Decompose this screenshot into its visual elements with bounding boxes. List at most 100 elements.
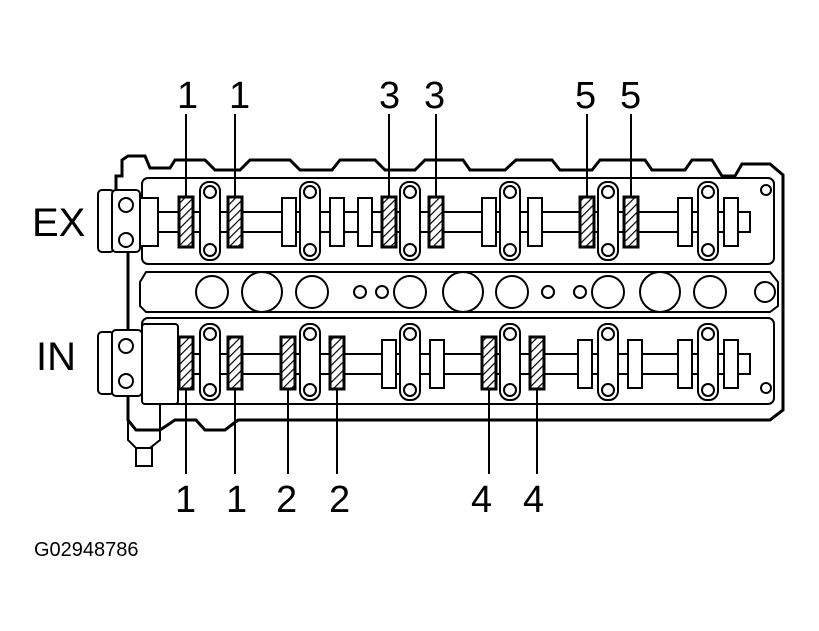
cap-bolt bbox=[303, 185, 317, 199]
spark-plug-bore bbox=[375, 285, 389, 299]
intake-cap-number: 1 bbox=[226, 479, 247, 521]
intake-cap-number: 4 bbox=[523, 479, 544, 521]
leader-lines bbox=[185, 114, 632, 474]
cap-bolt bbox=[601, 383, 615, 397]
cap-bolt bbox=[601, 243, 615, 257]
bearing-cap bbox=[226, 335, 244, 391]
spark-plug-bore bbox=[241, 271, 283, 313]
bearing-cap bbox=[622, 195, 640, 249]
cap-bridge bbox=[697, 323, 719, 401]
figure-code: G02948786 bbox=[34, 539, 139, 561]
spark-plug-bores bbox=[195, 271, 776, 313]
intake-cap-bolts bbox=[199, 323, 719, 401]
cam-lobe bbox=[677, 339, 693, 389]
cap-bolt bbox=[701, 243, 715, 257]
exhaust-cap-number: 1 bbox=[229, 75, 250, 117]
exhaust-cap-numbers: 1 1 3 3 5 5 bbox=[177, 75, 641, 117]
exhaust-cap-number: 1 bbox=[177, 75, 198, 117]
cap-bolt bbox=[203, 185, 217, 199]
cap-bolt bbox=[503, 185, 517, 199]
cap-bridge bbox=[199, 181, 221, 261]
cap-bolt bbox=[701, 327, 715, 341]
cam-lobe bbox=[677, 197, 693, 247]
cap-bridge bbox=[499, 323, 521, 401]
bearing-cap bbox=[528, 335, 546, 391]
cap-bridge bbox=[499, 181, 521, 261]
cap-bolt bbox=[303, 327, 317, 341]
bearing-cap bbox=[177, 335, 195, 391]
cap-bridge bbox=[597, 181, 619, 261]
spark-plug-bore bbox=[495, 275, 529, 309]
cap-bolt bbox=[203, 243, 217, 257]
cap-bolt bbox=[403, 243, 417, 257]
cap-bridge bbox=[597, 323, 619, 401]
bearing-cap bbox=[226, 195, 244, 249]
cam-lobe bbox=[723, 197, 739, 247]
intake-cap-number: 1 bbox=[175, 479, 196, 521]
spark-plug-bore bbox=[693, 275, 727, 309]
intake-cap-number: 4 bbox=[471, 479, 492, 521]
spark-plug-bore bbox=[754, 281, 776, 303]
cap-bridge bbox=[697, 181, 719, 261]
cap-bolt bbox=[601, 185, 615, 199]
cap-bridge bbox=[399, 323, 421, 401]
spark-plug-bore bbox=[353, 285, 367, 299]
bearing-cap bbox=[578, 195, 596, 249]
cam-lobe bbox=[627, 339, 643, 389]
cam-lobe bbox=[381, 339, 397, 389]
spark-plug-bore bbox=[541, 285, 555, 299]
cap-bolt bbox=[403, 327, 417, 341]
cap-bridge bbox=[299, 181, 321, 261]
cap-bolt bbox=[701, 383, 715, 397]
cap-bolt bbox=[503, 383, 517, 397]
spark-plug-bore bbox=[573, 285, 587, 299]
cap-bolt bbox=[303, 243, 317, 257]
intake-camshaft-flange bbox=[97, 323, 179, 467]
bearing-cap bbox=[328, 335, 346, 391]
spark-plug-bore bbox=[442, 271, 484, 313]
cap-bolt bbox=[403, 185, 417, 199]
bearing-cap bbox=[380, 195, 398, 249]
exhaust-cap-bolts bbox=[199, 181, 719, 261]
cap-bridge bbox=[199, 323, 221, 401]
spark-plug-bore bbox=[591, 275, 625, 309]
cap-bridge bbox=[399, 181, 421, 261]
cap-bolt bbox=[503, 327, 517, 341]
cap-bridge bbox=[299, 323, 321, 401]
bearing-cap bbox=[279, 335, 297, 391]
cap-bolt bbox=[601, 327, 615, 341]
cam-lobe bbox=[481, 197, 497, 247]
intake-cap-numbers: 1 1 2 2 4 4 bbox=[175, 479, 544, 521]
exhaust-label: EX bbox=[32, 201, 85, 245]
cap-bolt bbox=[203, 327, 217, 341]
cam-lobe bbox=[281, 197, 297, 247]
intake-label: IN bbox=[36, 335, 76, 379]
cap-bolt bbox=[701, 185, 715, 199]
spark-plug-bore bbox=[639, 271, 681, 313]
cam-lobe bbox=[357, 197, 373, 247]
cam-lobe bbox=[577, 339, 593, 389]
cap-bolt bbox=[203, 383, 217, 397]
cap-bolt bbox=[303, 383, 317, 397]
bearing-cap bbox=[177, 195, 195, 249]
spark-plug-bore bbox=[295, 275, 329, 309]
spark-plug-bore bbox=[393, 275, 427, 309]
cam-lobe bbox=[429, 339, 445, 389]
intake-bearing-caps bbox=[177, 335, 546, 391]
exhaust-cap-number: 3 bbox=[424, 75, 445, 117]
bearing-cap bbox=[480, 335, 498, 391]
exhaust-cap-number: 3 bbox=[379, 75, 400, 117]
intake-cap-number: 2 bbox=[276, 479, 297, 521]
cap-bolt bbox=[503, 243, 517, 257]
exhaust-cap-number: 5 bbox=[620, 75, 641, 117]
cam-lobe bbox=[527, 197, 543, 247]
exhaust-cap-number: 5 bbox=[575, 75, 596, 117]
bearing-cap bbox=[427, 195, 445, 249]
exhaust-camshaft-flange bbox=[97, 189, 159, 253]
cam-lobe bbox=[329, 197, 345, 247]
cap-bolt bbox=[403, 383, 417, 397]
cam-lobe bbox=[723, 339, 739, 389]
spark-plug-bore bbox=[195, 275, 229, 309]
intake-cap-number: 2 bbox=[329, 479, 350, 521]
